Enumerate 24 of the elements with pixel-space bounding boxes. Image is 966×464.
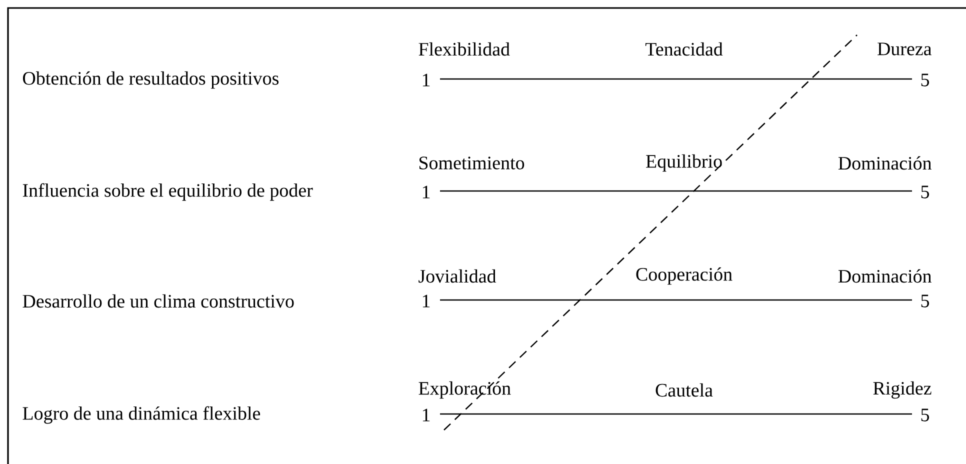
row-label: Logro de una dinámica flexible — [22, 406, 260, 424]
scale-number: 1 — [422, 74, 430, 86]
row-label: Influencia sobre el equilibrio de poder — [22, 183, 313, 201]
anchor-word: Cautela — [656, 383, 713, 397]
scale-number: 5 — [921, 186, 929, 198]
anchor-word: Flexibilidad — [418, 42, 510, 56]
row-label: Desarrollo de un clima constructivo — [22, 294, 294, 308]
scale-number: 5 — [921, 74, 929, 86]
anchor-word: Jovialidad — [418, 269, 496, 283]
anchor-word: Equilibrio — [646, 154, 722, 172]
anchor-word: Dominación — [838, 156, 932, 170]
anchor-word: Sometimiento — [419, 156, 524, 170]
anchor-word: Dominación — [838, 269, 932, 283]
scale-number: 1 — [422, 186, 430, 198]
row-label: Obtención de resultados positivos — [23, 71, 279, 89]
anchor-word: Exploración — [418, 381, 511, 399]
anchor-word: Dureza — [878, 42, 932, 56]
anchor-word: Tenacidad — [645, 42, 723, 56]
anchor-word: Rigidez — [873, 381, 932, 399]
scale-number: 5 — [921, 408, 929, 422]
anchor-word: Cooperación — [636, 267, 732, 285]
scale-number: 5 — [921, 294, 929, 308]
scale-number: 1 — [422, 408, 430, 422]
scale-number: 1 — [422, 294, 430, 308]
